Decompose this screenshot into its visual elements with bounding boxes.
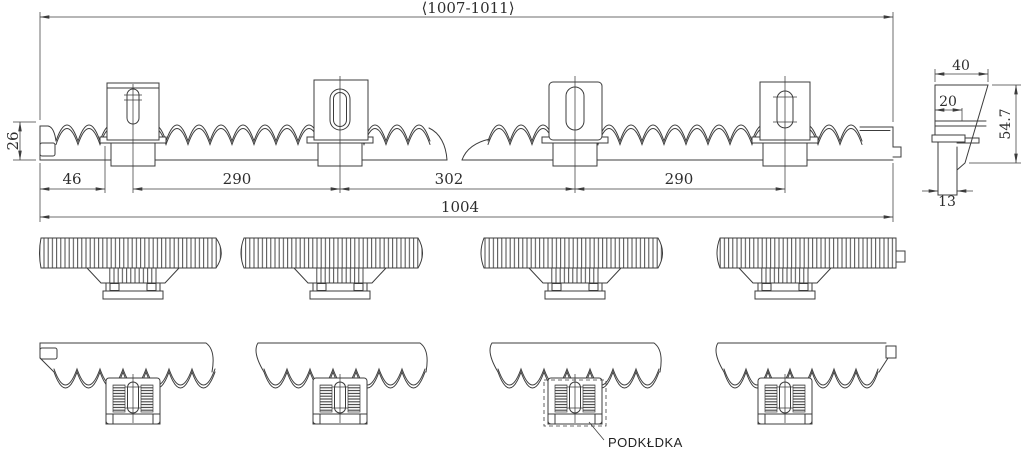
leader-line [588,421,605,441]
dim-height: 26 [4,121,36,161]
dim-total-tolerance: ⟨1007-1011⟩ [39,0,894,122]
dim-label-spacing-2: 302 [435,170,464,188]
dim-label-side-inner-width: 20 [939,94,957,110]
dim-label-total-tolerance: ⟨1007-1011⟩ [421,0,514,17]
top-view-end-tab [895,250,906,263]
bottom-view-segment-2 [255,342,428,425]
top-view-segment-4 [716,237,906,300]
dim-chain: 46 290 302 290 [39,76,786,193]
bottom-view-segment-4 [715,342,897,425]
front-view-dimensions: ⟨1007-1011⟩ 26 46 290 302 290 1004 [4,0,894,222]
rack-right-end-step [859,126,902,158]
rack-end-notch [39,142,56,157]
bottom-view-segment-3 [489,342,662,427]
bottom-view-segment-1 [39,342,216,425]
bottom-view-bracket-foot [757,373,813,425]
side-view-dimensions: 40 20 54.7 13 [922,58,1021,210]
side-view: 40 20 54.7 13 [922,58,1021,210]
top-view-segment-3 [480,237,663,300]
rack-end-notch [39,347,58,360]
dim-label-spacing-3: 290 [665,170,694,188]
dim-label-overall: 1004 [441,198,479,216]
dim-label-left-offset: 46 [62,170,81,188]
dim-label-side-stem: 13 [938,194,956,210]
washer-hidden-outline [543,379,607,427]
top-view-row [39,237,906,300]
bottom-view-bracket-foot [105,373,161,425]
dim-label-side-width: 40 [952,58,970,74]
dim-label-side-height: 54.7 [998,108,1014,139]
top-view-segment-1 [39,237,222,300]
dim-label-height: 26 [4,131,22,150]
washer-label: PODKŁDKA [608,435,683,450]
bottom-view-bracket-foot [547,373,603,425]
washer-callout: PODKŁDKA [588,421,683,450]
dim-label-spacing-1: 290 [223,170,252,188]
bottom-view-row: PODKŁDKA [39,342,897,450]
top-view-segment-2 [240,237,423,300]
bottom-view-bracket-foot [312,373,368,425]
dim-overall: 1004 [39,163,894,222]
bottom-view-end-tab [885,345,897,359]
